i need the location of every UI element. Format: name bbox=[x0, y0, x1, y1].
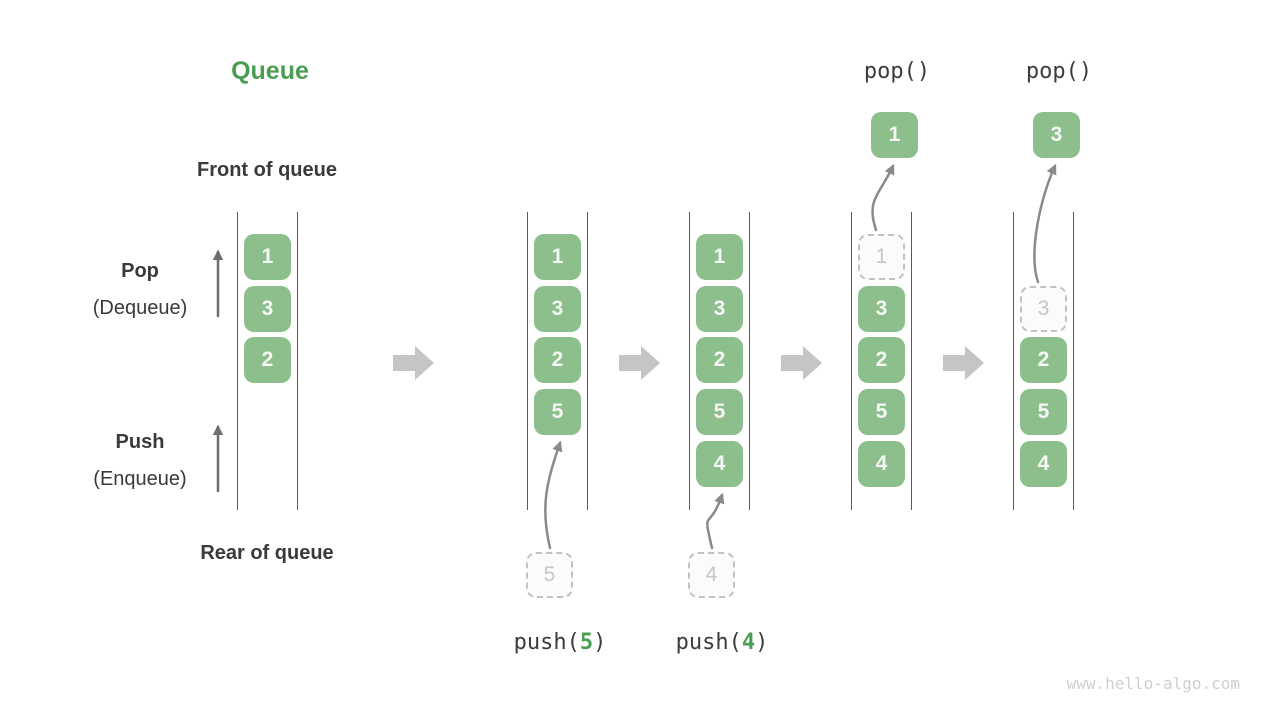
pending-cell: 5 bbox=[526, 552, 573, 598]
push-op-arg: 4 bbox=[741, 630, 756, 655]
push-label: Push bbox=[115, 431, 165, 453]
queue-cell: 4 bbox=[858, 441, 905, 487]
step-arrow-icon bbox=[619, 346, 660, 380]
queue-cell: 3 bbox=[696, 286, 743, 332]
pending-cell: 4 bbox=[688, 552, 735, 598]
popped-cell: 3 bbox=[1033, 112, 1080, 158]
diagram-title: Queue bbox=[231, 57, 309, 85]
queue-cell: 3 bbox=[858, 286, 905, 332]
queue-column bbox=[1013, 212, 1074, 510]
queue-column bbox=[851, 212, 912, 510]
queue-cell: 5 bbox=[1020, 389, 1067, 435]
queue-cell: 2 bbox=[534, 337, 581, 383]
queue-cell: 1 bbox=[244, 234, 291, 280]
push-op-label: push(5) bbox=[480, 630, 640, 655]
pop-op-label: pop() bbox=[863, 59, 931, 84]
push-op-label: push(4) bbox=[642, 630, 802, 655]
queue-cell: 1 bbox=[534, 234, 581, 280]
queue-cell: 2 bbox=[858, 337, 905, 383]
push-op-post: ) bbox=[593, 630, 607, 655]
queue-column bbox=[527, 212, 588, 510]
watermark: www.hello-algo.com bbox=[1066, 674, 1240, 693]
queue-cell: 1 bbox=[696, 234, 743, 280]
front-of-queue-label: Front of queue bbox=[197, 159, 337, 181]
push-op-pre: push( bbox=[675, 630, 742, 655]
step-arrow-icon bbox=[393, 346, 434, 380]
popped-cell: 1 bbox=[871, 112, 918, 158]
rear-of-queue-label: Rear of queue bbox=[200, 542, 334, 564]
push-op-post: ) bbox=[755, 630, 769, 655]
queue-cell: 4 bbox=[696, 441, 743, 487]
queue-cell: 3 bbox=[244, 286, 291, 332]
queue-cell: 5 bbox=[858, 389, 905, 435]
enqueue-sublabel: (Enqueue) bbox=[93, 468, 187, 490]
queue-cell-dashed: 3 bbox=[1020, 286, 1067, 332]
queue-cell: 2 bbox=[244, 337, 291, 383]
pop-label: Pop bbox=[121, 260, 159, 282]
queue-column bbox=[689, 212, 750, 510]
queue-cell: 5 bbox=[534, 389, 581, 435]
queue-cell-dashed: 1 bbox=[858, 234, 905, 280]
queue-cell: 5 bbox=[696, 389, 743, 435]
push-op-arg: 5 bbox=[579, 630, 594, 655]
queue-cell: 2 bbox=[1020, 337, 1067, 383]
step-arrow-icon bbox=[781, 346, 822, 380]
queue-column bbox=[237, 212, 298, 510]
queue-cell: 4 bbox=[1020, 441, 1067, 487]
push-op-pre: push( bbox=[513, 630, 580, 655]
pop-op-label: pop() bbox=[1025, 59, 1093, 84]
step-arrow-icon bbox=[943, 346, 984, 380]
queue-cell: 3 bbox=[534, 286, 581, 332]
queue-cell: 2 bbox=[696, 337, 743, 383]
dequeue-sublabel: (Dequeue) bbox=[92, 297, 188, 319]
